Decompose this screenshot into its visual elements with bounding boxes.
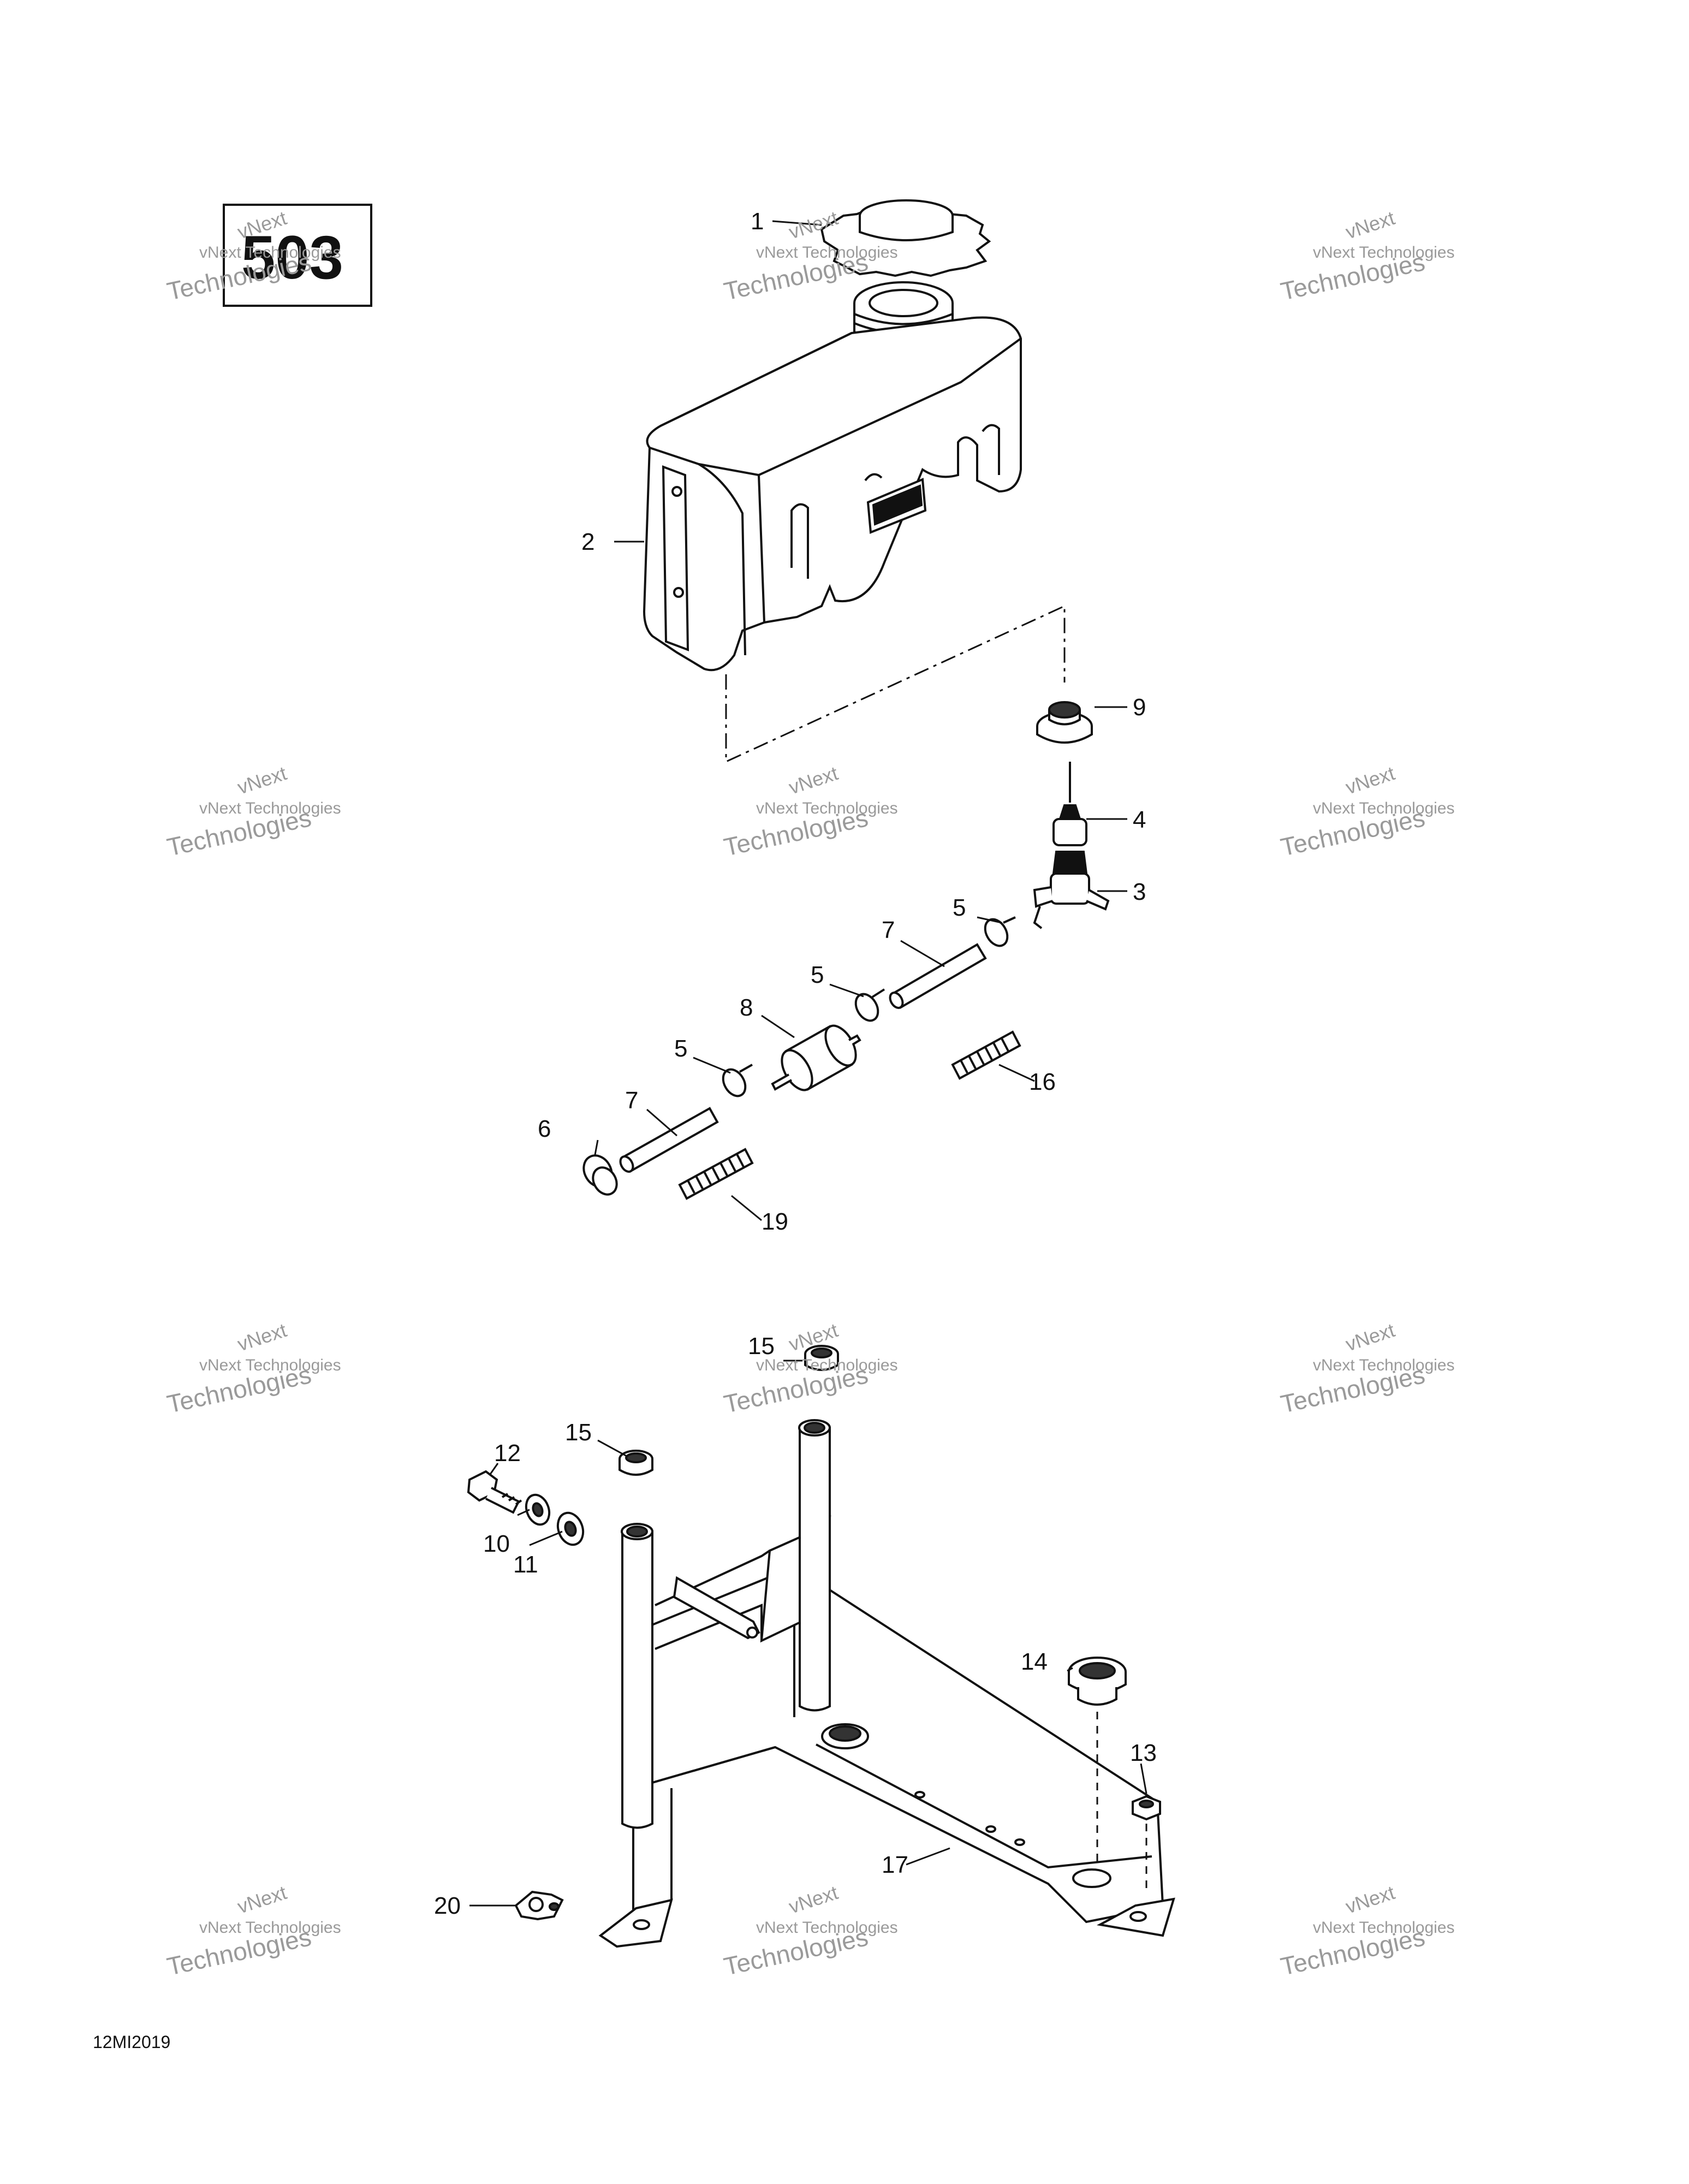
fuel-pickup — [1052, 762, 1087, 846]
svg-text:vNext: vNext — [235, 1319, 289, 1355]
svg-text:vNext Technologies: vNext Technologies — [199, 244, 341, 262]
fuel-hose — [619, 1107, 719, 1173]
callout-leaders — [469, 220, 1147, 1907]
hose-clamp — [722, 1064, 753, 1097]
svg-text:vNext: vNext — [1343, 1319, 1397, 1355]
callout-7: 7 — [882, 917, 895, 943]
hose-clamp — [984, 916, 1016, 947]
grommet — [618, 1450, 653, 1476]
svg-text:vNext: vNext — [235, 1881, 289, 1918]
shut-off-valve — [1033, 851, 1110, 929]
hose-spring — [951, 1030, 1021, 1080]
callout-15: 15 — [565, 1419, 592, 1446]
callout-13: 13 — [1130, 1740, 1157, 1766]
hose-clip — [514, 1890, 564, 1921]
svg-text:vNext: vNext — [1343, 762, 1397, 798]
callout-17: 17 — [882, 1851, 908, 1878]
svg-text:vNext: vNext — [786, 762, 841, 798]
svg-text:vNext Technologies: vNext Technologies — [1313, 1356, 1455, 1374]
assembly-line — [1096, 1712, 1147, 1892]
svg-text:vNext Technologies: vNext Technologies — [1313, 244, 1455, 262]
hose-spring — [678, 1148, 754, 1200]
callout-6: 6 — [538, 1115, 551, 1142]
callout-15: 15 — [748, 1333, 775, 1360]
callout-19: 19 — [762, 1208, 788, 1235]
watermark: vNext Technologies vNext Technologies — [1278, 1319, 1454, 1419]
callout-16: 16 — [1029, 1069, 1056, 1095]
svg-text:vNext Technologies: vNext Technologies — [756, 1356, 898, 1374]
reference-code: 12MI2019 — [93, 2032, 171, 2052]
bolt — [467, 1470, 522, 1514]
fuel-filter — [771, 1024, 861, 1091]
nut — [1132, 1795, 1161, 1821]
callout-5: 5 — [953, 894, 966, 921]
svg-text:vNext: vNext — [235, 762, 289, 798]
watermark: vNext Technologies vNext Technologies — [721, 1881, 897, 1981]
callout-10: 10 — [483, 1530, 510, 1557]
washer — [525, 1493, 551, 1526]
section-number: 503 — [241, 223, 343, 292]
svg-text:vNext Technologies: vNext Technologies — [1313, 799, 1455, 817]
callout-2: 2 — [581, 529, 594, 555]
svg-text:vNext Technologies: vNext Technologies — [756, 244, 898, 262]
fuel-hose — [889, 943, 987, 1009]
fuel-cap — [820, 199, 991, 277]
svg-text:vNext Technologies: vNext Technologies — [756, 799, 898, 817]
section-number-box: 503 — [223, 204, 372, 307]
hose-clamp — [582, 1154, 618, 1196]
tank-support-stand — [598, 1419, 1175, 1948]
callout-numbers: 1 2 3 4 5 5 5 6 7 7 8 9 10 11 12 13 14 1… — [434, 208, 1157, 1919]
watermark: vNext Technologies vNext Technologies — [1278, 206, 1454, 306]
assembly-line — [725, 604, 1066, 763]
callout-7: 7 — [625, 1087, 638, 1114]
fuel-tank — [643, 281, 1022, 672]
callout-3: 3 — [1133, 879, 1146, 905]
callout-5: 5 — [674, 1035, 687, 1062]
grommet — [1036, 701, 1093, 744]
svg-text:vNext Technologies: vNext Technologies — [1313, 1919, 1455, 1937]
grommet — [804, 1345, 839, 1371]
callout-5: 5 — [811, 962, 824, 988]
callout-4: 4 — [1133, 806, 1146, 833]
callout-14: 14 — [1021, 1648, 1048, 1675]
callout-11: 11 — [513, 1551, 538, 1578]
callout-8: 8 — [740, 994, 753, 1021]
callout-12: 12 — [494, 1440, 521, 1467]
callout-1: 1 — [751, 208, 764, 235]
svg-text:vNext Technologies: vNext Technologies — [199, 799, 341, 817]
svg-text:vNext Technologies: vNext Technologies — [199, 1919, 341, 1937]
svg-text:vNext: vNext — [786, 1881, 841, 1918]
grommet — [1068, 1657, 1127, 1706]
washer — [556, 1511, 585, 1546]
svg-text:vNext Technologies: vNext Technologies — [199, 1356, 341, 1374]
watermark: vNext Technologies vNext Technologies — [164, 1881, 341, 1981]
svg-text:vNext Technologies: vNext Technologies — [756, 1919, 898, 1937]
watermark: vNext Technologies vNext Technologies — [1278, 762, 1454, 862]
svg-text:vNext: vNext — [1343, 206, 1397, 243]
watermark: vNext Technologies vNext Technologies — [1278, 1881, 1454, 1981]
svg-text:vNext: vNext — [1343, 1881, 1397, 1918]
callout-9: 9 — [1133, 694, 1146, 721]
callout-20: 20 — [434, 1892, 461, 1919]
watermark: vNext Technologies vNext Technologies — [721, 762, 897, 862]
watermark: vNext Technologies vNext Technologies — [164, 1319, 341, 1419]
watermark: vNext Technologies vNext Technologies — [164, 762, 341, 862]
